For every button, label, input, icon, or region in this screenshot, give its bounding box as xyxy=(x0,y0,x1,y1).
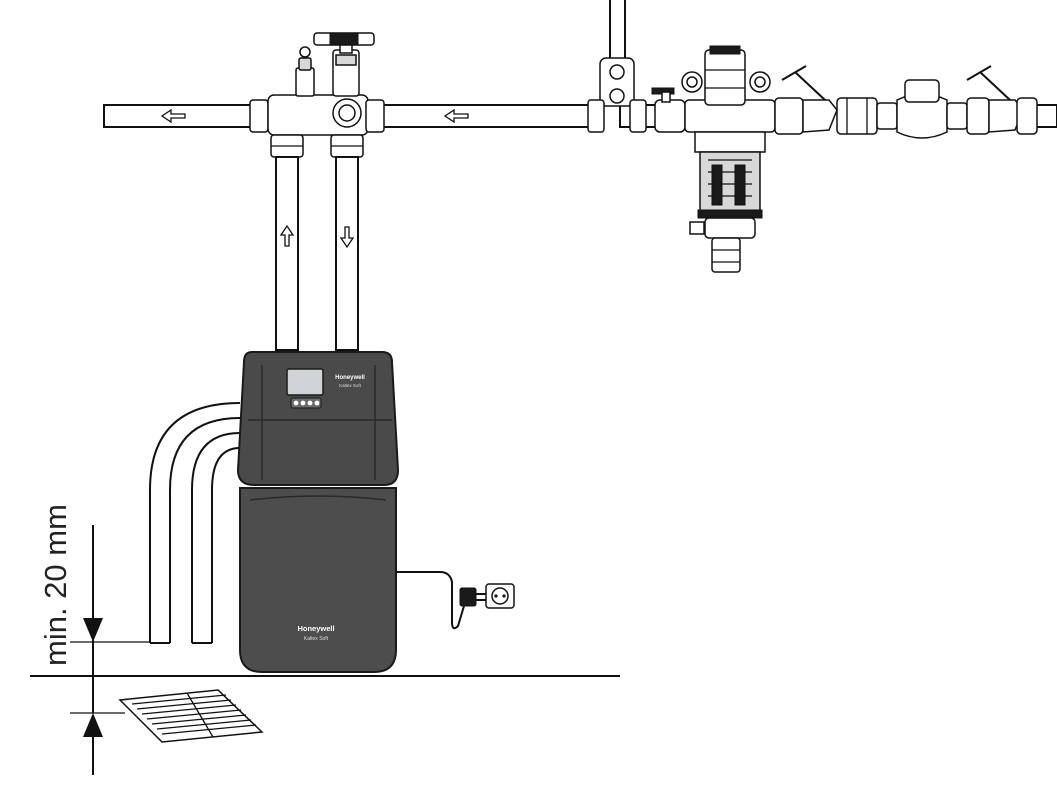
dimension-indicator xyxy=(70,525,150,775)
control-buttons xyxy=(290,397,322,409)
power-socket-icon xyxy=(485,583,515,609)
power-cable xyxy=(396,571,486,630)
floor-drain-grate xyxy=(118,689,264,743)
shutoff-valve-left xyxy=(774,65,878,135)
flow-arrow-up-icon xyxy=(279,224,295,247)
drain-riser xyxy=(587,0,647,133)
dimension-arrow-down-icon xyxy=(83,618,103,642)
water-softener-unit: Honeywell Kaltex Soft Honeywell Kaltex S… xyxy=(236,351,400,673)
bypass-valve xyxy=(249,32,385,158)
dimension-arrow-up-icon xyxy=(83,713,103,737)
filter-pressure-reducer xyxy=(681,45,776,273)
model-name-base: Kaltex Soft xyxy=(304,636,329,642)
vertical-pipes xyxy=(275,156,359,351)
control-display xyxy=(286,368,324,396)
water-meter xyxy=(876,79,968,139)
brand-logo-base: Honeywell xyxy=(297,624,334,633)
brand-logo-top: Honeywell xyxy=(335,375,365,381)
flow-arrow-down-icon xyxy=(339,226,355,249)
ball-valve xyxy=(651,87,686,133)
drain-hoses xyxy=(149,402,241,644)
shutoff-valve-right xyxy=(966,65,1038,135)
dimension-label: min. 20 mm xyxy=(38,504,73,666)
model-name-top: Kaltex Soft xyxy=(339,383,362,388)
